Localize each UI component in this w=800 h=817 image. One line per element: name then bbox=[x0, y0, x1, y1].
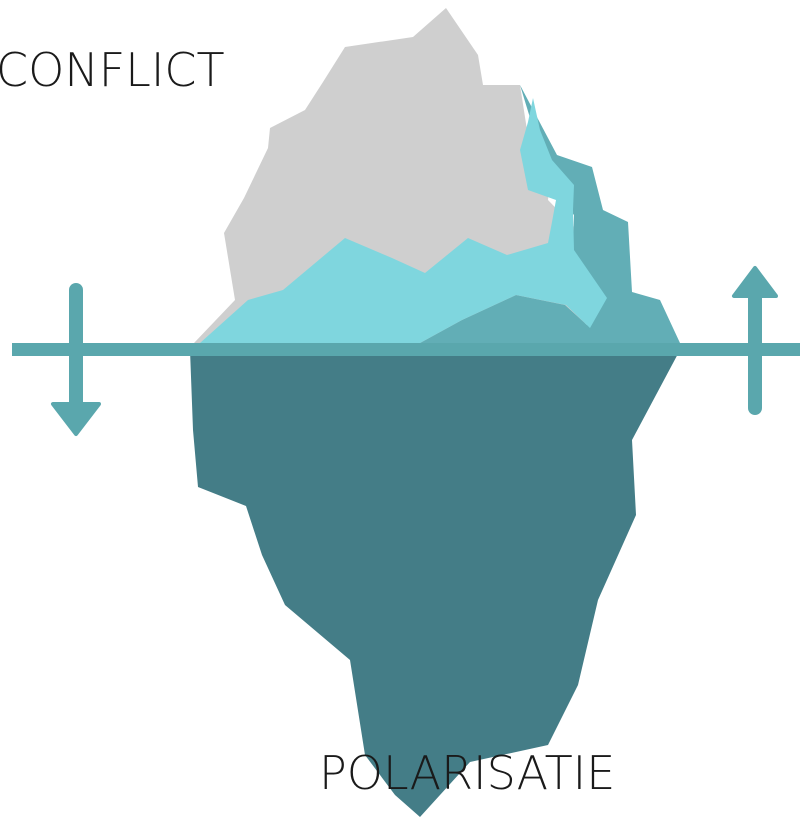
waterline bbox=[12, 343, 800, 356]
iceberg-underwater bbox=[190, 350, 680, 817]
arrow-down-icon bbox=[51, 283, 101, 436]
arrow-up-icon bbox=[732, 266, 778, 415]
label-polarisatie: POLARISATIE bbox=[319, 746, 616, 800]
iceberg-right-face bbox=[420, 85, 680, 343]
label-conflict: CONFLICT bbox=[0, 43, 225, 97]
iceberg-light-band bbox=[200, 98, 607, 343]
